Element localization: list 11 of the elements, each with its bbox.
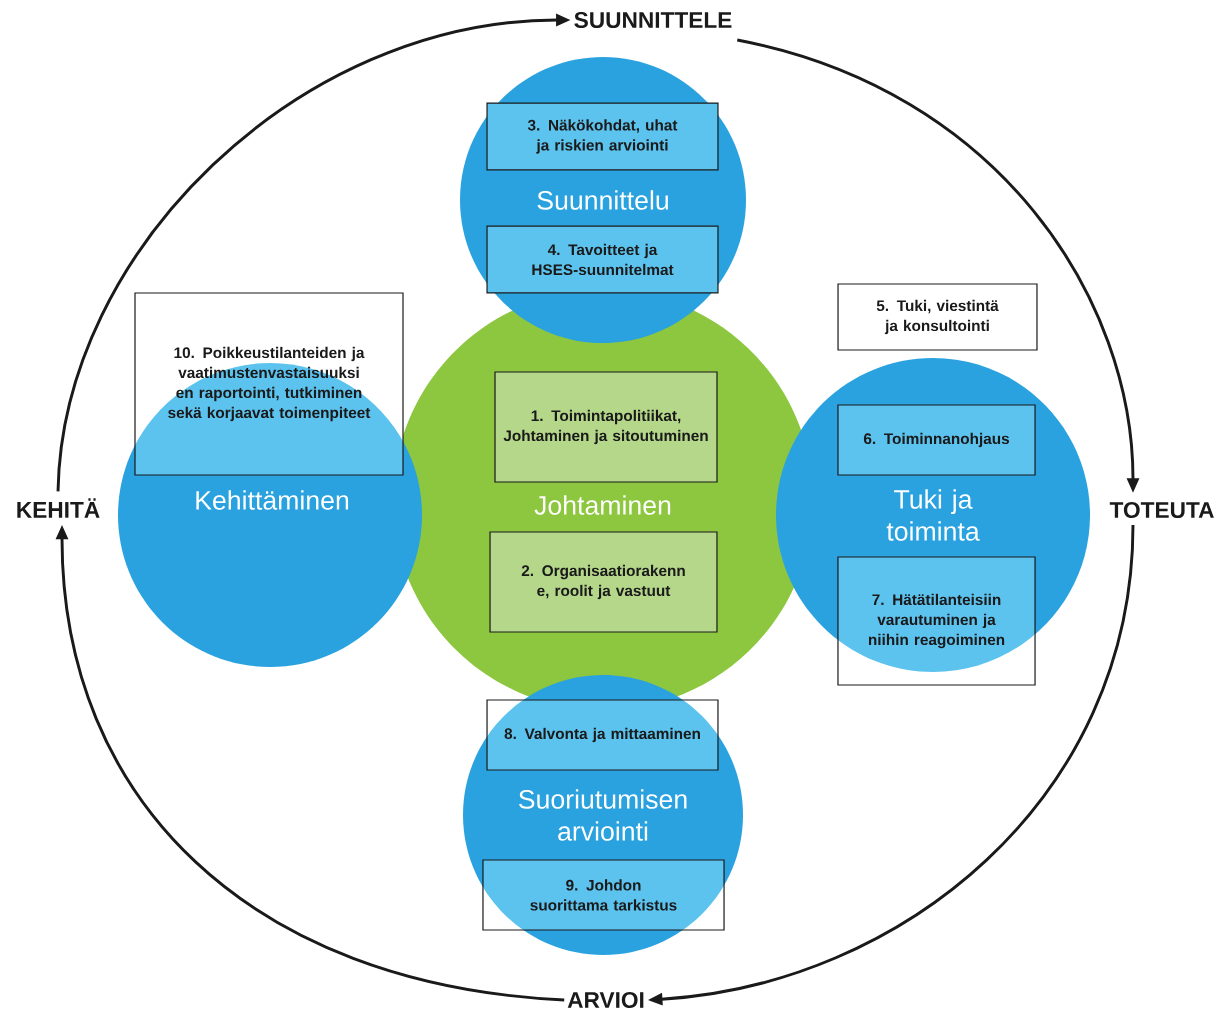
phase-label: TOTEUTA	[1109, 501, 1214, 519]
phase-label: SUUNNITTELE	[574, 11, 732, 29]
step-box: 3. Näkökohdat, uhat ja riskien arviointi	[486, 102, 719, 171]
step-box: 7. Hätätilanteisiin varautuminen ja niihin reagoiminen	[837, 556, 1036, 686]
step-box: 5. Tuki, viestintä ja konsultointi	[837, 283, 1038, 351]
step-box: 2. Organisaatiorakenn e, roolit ja vastuut	[489, 531, 718, 633]
phase-label: KEHITÄ	[17, 498, 100, 518]
step-box: 4. Tavoitteet ja HSES-suunnitelmat	[486, 225, 719, 294]
step-box: 6. Toiminnanohjaus	[837, 404, 1036, 476]
step-box: 1. Toimintapolitiikat, Johtaminen ja sitoutuminen	[494, 371, 718, 483]
phase-label: ARVIOI	[567, 991, 644, 1009]
